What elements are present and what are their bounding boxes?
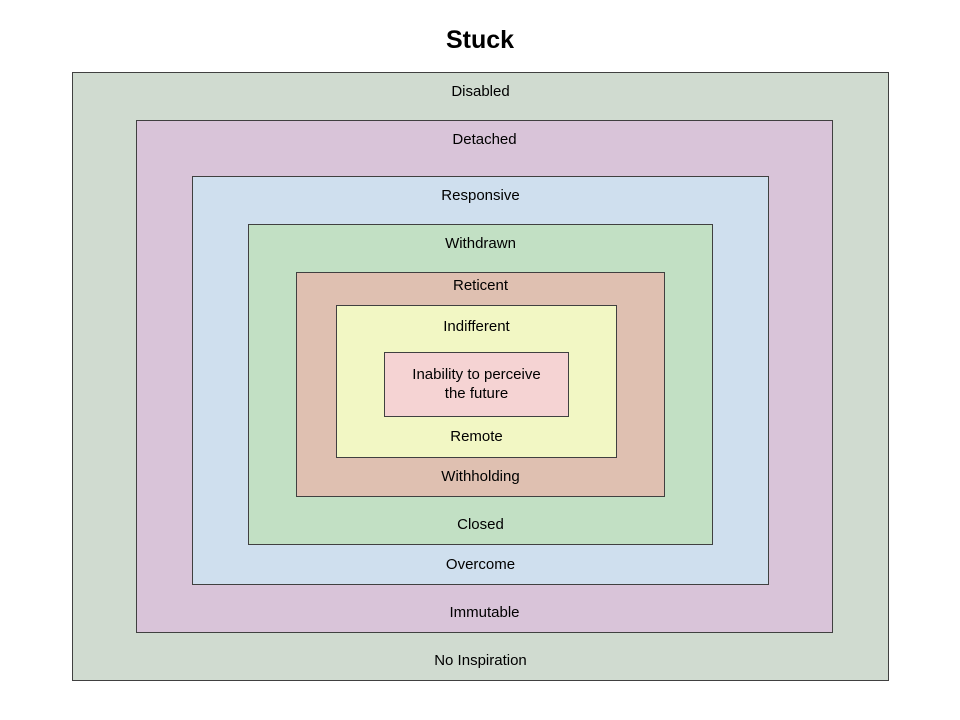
layer-5-bottom-label: Withholding bbox=[441, 468, 520, 485]
layer-1-top-label: Disabled bbox=[451, 83, 510, 100]
layer-3-top-label: Responsive bbox=[441, 187, 520, 204]
layer-3-bottom-label: Overcome bbox=[445, 556, 516, 573]
center-label: Inability to perceive the future bbox=[385, 365, 568, 403]
layer-4-bottom-label: Closed bbox=[457, 516, 504, 533]
center-label-line-1: Inability to perceive bbox=[412, 366, 541, 383]
layer-6-bottom-label: Remote bbox=[450, 428, 503, 445]
diagram-title: Stuck bbox=[445, 26, 515, 54]
layer-5-top-label: Reticent bbox=[452, 277, 509, 294]
layer-6-top-label: Indifferent bbox=[443, 318, 510, 335]
layer-2-bottom-label: Immutable bbox=[449, 604, 520, 621]
layer-1-bottom-label: No Inspiration bbox=[434, 652, 527, 669]
center-box: Inability to perceive the future bbox=[384, 352, 569, 417]
layer-4-top-label: Withdrawn bbox=[445, 235, 516, 252]
center-label-line-2: the future bbox=[444, 385, 509, 402]
layer-2-top-label: Detached bbox=[452, 131, 517, 148]
